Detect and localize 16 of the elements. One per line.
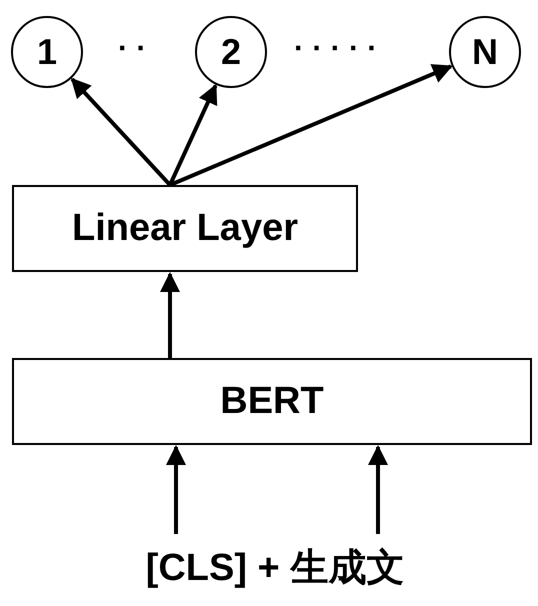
layer-box: [12, 185, 358, 272]
arrow: [70, 78, 172, 186]
node-label: Linear Layer: [72, 208, 298, 250]
arrow: [168, 84, 218, 186]
ellipsis: · ·: [118, 34, 146, 64]
ellipsis: · · · · ·: [294, 34, 378, 64]
input-text: [CLS] + 生成文: [90, 548, 460, 598]
node-label: N: [472, 32, 498, 72]
arrow: [166, 445, 186, 534]
node-label: 1: [36, 32, 58, 72]
node-label: 2: [220, 32, 242, 72]
node-label: BERT: [220, 380, 324, 422]
arrow: [160, 272, 180, 358]
arrow: [368, 445, 388, 534]
layer-box: [12, 358, 532, 445]
arrow: [169, 64, 453, 187]
